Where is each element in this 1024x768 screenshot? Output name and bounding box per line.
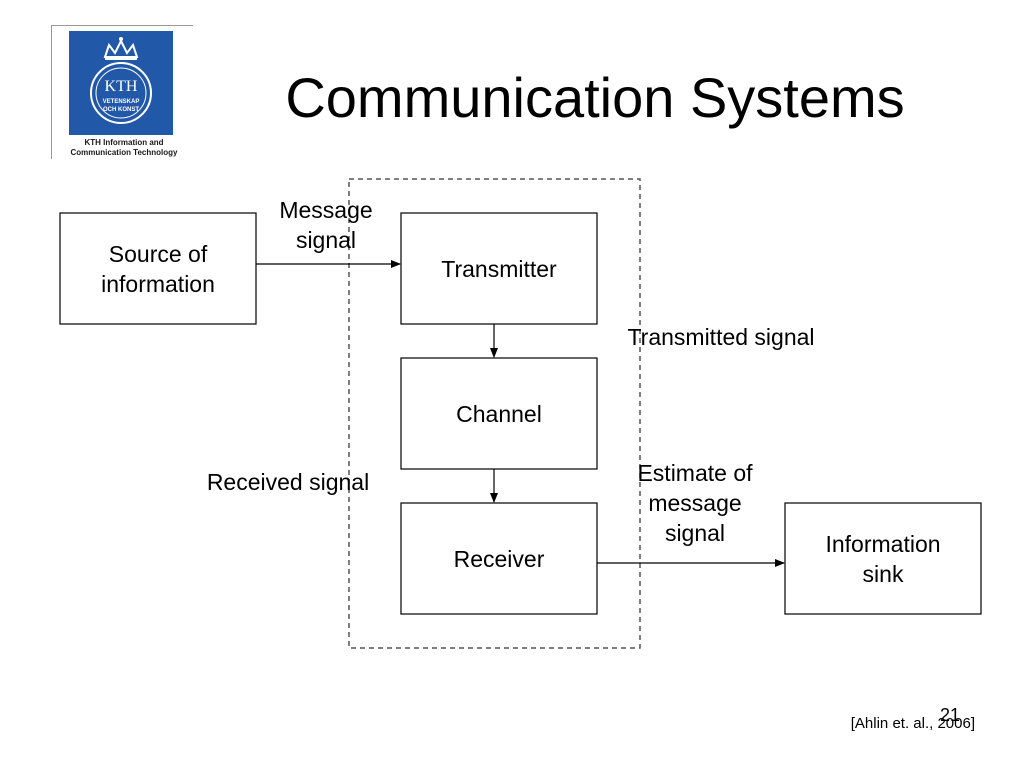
logo-caption-line1: KTH Information and xyxy=(84,138,164,147)
crown-seal-icon: KTH VETENSKAP OCH KONST xyxy=(90,37,152,124)
transmitter-label: Transmitter xyxy=(441,255,557,282)
slide-title: Communication Systems xyxy=(285,66,905,129)
citation: [Ahlin et. al., 2006] xyxy=(850,715,975,732)
logo-caption-line2: Communication Technology xyxy=(70,148,178,157)
transmitted-signal-label: Transmitted signal xyxy=(627,324,815,350)
emblem-kth-text: KTH xyxy=(105,78,138,95)
received-signal-label: Received signal xyxy=(206,469,370,495)
kth-emblem: KTH VETENSKAP OCH KONST xyxy=(69,31,173,135)
sink-block xyxy=(784,502,982,615)
channel-block xyxy=(400,357,598,470)
estimate-signal-label: Estimate of message signal xyxy=(637,460,753,546)
kth-logo: KTH VETENSKAP OCH KONST KTH Information … xyxy=(51,25,193,159)
emblem-sub1-text: VETENSKAP xyxy=(103,99,140,105)
page-number: 21 xyxy=(939,705,961,725)
sink-label: Information sink xyxy=(825,530,941,587)
transmitter-block xyxy=(400,212,598,325)
channel-label: Channel xyxy=(456,400,542,427)
source-block xyxy=(59,212,257,325)
source-label: Source of information xyxy=(101,240,215,297)
message-signal-label: Message signal xyxy=(279,197,373,253)
logo-caption: KTH Information and Communication Techno… xyxy=(54,138,194,158)
system-boundary xyxy=(348,178,641,649)
receiver-label: Receiver xyxy=(453,545,545,572)
emblem-sub2-text: OCH KONST xyxy=(103,107,139,113)
receiver-block xyxy=(400,502,598,615)
